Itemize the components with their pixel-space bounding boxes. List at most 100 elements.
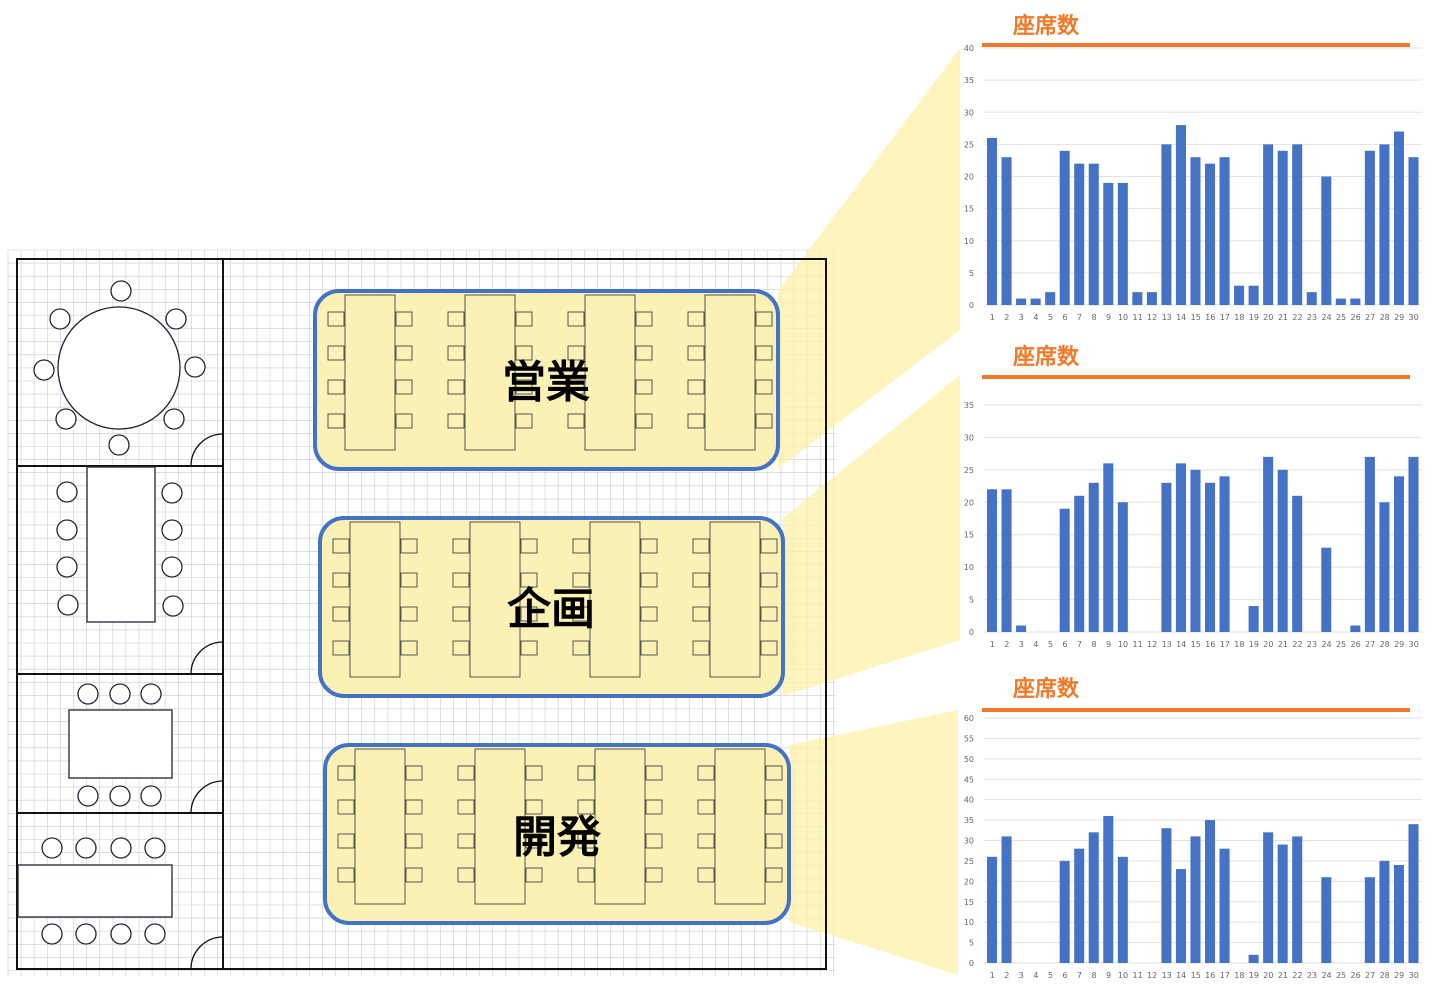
chair [457, 799, 475, 815]
zone-boundary [318, 516, 785, 698]
desk [589, 521, 641, 678]
chair [687, 379, 705, 395]
bar [1045, 292, 1056, 305]
bar [1175, 463, 1186, 632]
chair [405, 799, 423, 815]
chair [645, 867, 663, 883]
bar [987, 489, 998, 632]
x-tick-label: 3 [1019, 971, 1024, 980]
desk-group [332, 521, 778, 678]
chair [755, 379, 773, 395]
chair [697, 765, 715, 781]
chair [457, 765, 475, 781]
x-tick-label: 27 [1365, 640, 1375, 649]
x-tick-label: 22 [1292, 640, 1302, 649]
chair [577, 799, 595, 815]
zone-planning[interactable]: 企画 [318, 516, 785, 698]
chair [645, 799, 663, 815]
chair [635, 311, 653, 327]
y-tick-label: 40 [964, 44, 974, 53]
x-tick-label: 2 [1004, 640, 1009, 649]
chair [332, 640, 350, 656]
chair [332, 538, 350, 554]
x-tick-label: 10 [1118, 640, 1128, 649]
meeting-room-wide [17, 837, 173, 945]
bar [1190, 469, 1201, 632]
x-tick-label: 6 [1062, 313, 1067, 322]
x-tick-label: 12 [1147, 313, 1157, 322]
bar [1263, 832, 1274, 963]
x-tick-label: 1 [990, 313, 995, 322]
meeting-room-long [56, 466, 184, 623]
y-tick-label: 30 [964, 108, 974, 117]
chair [765, 765, 783, 781]
bar [1103, 463, 1114, 632]
x-tick-label: 3 [1019, 313, 1024, 322]
bar [1248, 606, 1259, 632]
chair [692, 572, 710, 588]
bar [1292, 836, 1303, 963]
x-tick-label: 30 [1409, 640, 1419, 649]
x-tick-label: 24 [1321, 640, 1331, 649]
bar [1393, 476, 1404, 632]
y-tick-label: 30 [964, 433, 974, 442]
bar [1321, 547, 1332, 632]
y-tick-label: 20 [964, 877, 974, 886]
x-tick-label: 21 [1278, 640, 1288, 649]
meeting-room-round [33, 280, 206, 456]
x-tick-label: 18 [1234, 313, 1244, 322]
chair [697, 799, 715, 815]
x-tick-label: 12 [1147, 640, 1157, 649]
chair [645, 833, 663, 849]
bar [1088, 163, 1099, 305]
bar [1248, 285, 1259, 305]
chair [635, 379, 653, 395]
chair [692, 606, 710, 622]
chair [572, 640, 590, 656]
x-tick-label: 4 [1033, 971, 1038, 980]
bar [1016, 625, 1027, 632]
x-tick-label: 16 [1205, 313, 1215, 322]
y-tick-label: 10 [964, 563, 974, 572]
chair [567, 311, 585, 327]
zone-label-sales: 営業 [502, 357, 590, 408]
chair [447, 311, 465, 327]
y-tick-label: 0 [969, 959, 974, 968]
chair [692, 640, 710, 656]
bar [1074, 163, 1085, 305]
bar [1379, 502, 1390, 632]
chair [520, 572, 538, 588]
chair [405, 765, 423, 781]
bar [987, 856, 998, 963]
x-tick-label: 27 [1365, 971, 1375, 980]
x-tick-label: 29 [1394, 971, 1404, 980]
chair [525, 799, 543, 815]
bar [1001, 489, 1012, 632]
chair [457, 833, 475, 849]
y-tick-label: 20 [964, 498, 974, 507]
chair [640, 640, 658, 656]
x-tick-label: 9 [1106, 640, 1111, 649]
zone-development[interactable]: 開発 [323, 743, 791, 925]
chair [452, 572, 470, 588]
chair [395, 379, 413, 395]
bar [1350, 298, 1361, 305]
x-tick-label: 21 [1278, 313, 1288, 322]
projection-layer [778, 48, 960, 975]
bar [1059, 508, 1070, 632]
x-tick-label: 5 [1048, 640, 1053, 649]
chair [755, 311, 773, 327]
chair [452, 538, 470, 554]
bar [1161, 144, 1172, 305]
desk [464, 294, 516, 451]
x-tick-label: 14 [1176, 971, 1186, 980]
chart-title: 座席数 [1013, 13, 1080, 39]
bar [1088, 482, 1099, 632]
bar [1016, 298, 1027, 305]
bar [1292, 495, 1303, 632]
bar [1059, 860, 1070, 963]
chair [327, 413, 345, 429]
zone-sales[interactable]: 営業 [313, 289, 780, 471]
chair [515, 379, 533, 395]
